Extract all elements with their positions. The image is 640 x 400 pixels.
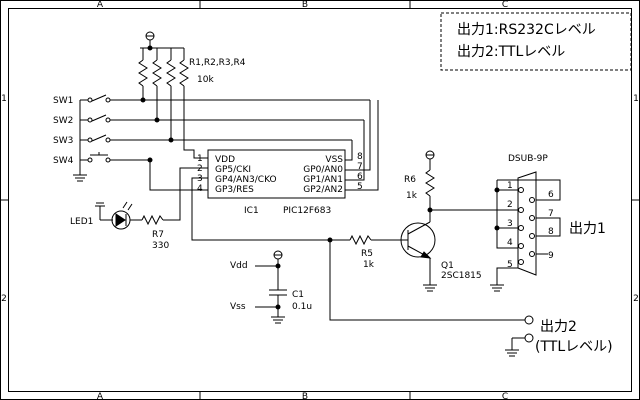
- ic-pin-name-1: VDD: [215, 155, 235, 165]
- ground-symbol-switches: [73, 174, 87, 182]
- c1-label: C1: [292, 290, 304, 300]
- sw4-label: SW4: [53, 156, 74, 166]
- r6-value: 1k: [406, 191, 418, 201]
- dsub-pin-5: 5: [507, 260, 513, 270]
- ic-pin-num-4: 4: [197, 184, 203, 194]
- r5-value: 1k: [363, 260, 375, 270]
- ic-pin-name-7: GP0/AN0: [303, 165, 343, 175]
- ground-symbol-cap: [271, 316, 285, 324]
- dsub-pin-8: 8: [548, 227, 554, 237]
- led1-label: LED1: [70, 217, 93, 227]
- col-label-a: A: [97, 0, 104, 10]
- row-label-2-right: 2: [633, 294, 639, 304]
- output1-label: 出力1: [569, 221, 606, 237]
- note-line-1: 出力1:RS232Cレベル: [457, 22, 596, 38]
- dsub-pin-7: 7: [548, 209, 554, 219]
- q1-symbol: [400, 221, 436, 259]
- inner-frame: [8, 8, 632, 392]
- col-label-c-bottom: C: [502, 392, 508, 400]
- q1-label: Q1: [441, 261, 454, 271]
- resistor-array-value: 10k: [197, 75, 214, 85]
- r6-label: R6: [404, 175, 416, 185]
- ic1-body: [207, 149, 346, 199]
- sw1-label: SW1: [53, 96, 73, 106]
- sw2-label: SW2: [53, 116, 73, 126]
- vdd-label: Vdd: [230, 261, 248, 271]
- ic1-part: PIC12F683: [283, 206, 331, 216]
- output2-terminal: [524, 315, 534, 325]
- output2-sublabel: (TTLレベル): [535, 339, 613, 355]
- ic-pin-name-6: GP1/AN1: [303, 175, 343, 185]
- col-label-c: C: [502, 0, 508, 10]
- r6-symbol: [425, 169, 435, 197]
- dsub-pin-2: 2: [507, 200, 513, 210]
- ic-pin-num-2: 2: [197, 164, 203, 174]
- ground-symbol-q1: [423, 284, 437, 292]
- dsub-pin-9: 9: [548, 251, 554, 261]
- r5-label: R5: [361, 249, 373, 259]
- r5-symbol: [349, 234, 372, 246]
- ic-pin-name-2: GP5/CKI: [215, 165, 251, 175]
- ground-symbol-led: [95, 202, 105, 220]
- dsub-pin-3: 3: [507, 219, 513, 229]
- ground-symbol-output2: [505, 349, 519, 357]
- note-line-2: 出力2:TTLレベル: [457, 44, 565, 60]
- output2-label: 出力2: [540, 319, 577, 335]
- col-label-a-bottom: A: [97, 392, 104, 400]
- row-label-1: 1: [1, 94, 7, 104]
- output2-ground-terminal: [524, 333, 534, 343]
- ic-pin-num-5: 5: [357, 182, 363, 192]
- ic-pin-num-6: 6: [357, 172, 363, 182]
- connector-label: DSUB-9P: [508, 154, 548, 164]
- r7-value: 330: [152, 241, 169, 251]
- col-label-b-bottom: B: [302, 392, 308, 400]
- row-label-1-right: 1: [633, 94, 639, 104]
- ic-pin-num-8: 8: [357, 152, 363, 162]
- switch-sw3: [80, 134, 352, 143]
- switch-sw1: [80, 94, 370, 103]
- ic-pin-name-3: GP4/AN3/CKO: [215, 175, 277, 185]
- dsub-body: [517, 171, 537, 276]
- ic-pin-num-7: 7: [357, 162, 363, 172]
- dsub-pin-1: 1: [507, 181, 513, 191]
- ic-pin-name-8: VSS: [325, 155, 343, 165]
- vdd-symbol-cap: [273, 250, 283, 260]
- ic-pin-name-5: GP2/AN2: [303, 185, 343, 195]
- switch-sw2: [80, 114, 364, 123]
- r7-label: R7: [152, 230, 164, 240]
- row-label-2: 2: [1, 294, 7, 304]
- col-label-b: B: [302, 0, 308, 10]
- r7-symbol: [141, 214, 164, 226]
- resistor-array-label: R1,R2,R3,R4: [189, 58, 246, 68]
- vdd-symbol-r6: [425, 150, 435, 160]
- sw3-label: SW3: [53, 136, 73, 146]
- switch-sw4: [80, 152, 150, 163]
- q1-part: 2SC1815: [441, 271, 482, 281]
- c1-value: 0.1u: [292, 302, 312, 312]
- led1-symbol: [111, 201, 133, 230]
- ic-pin-num-1: 1: [197, 154, 203, 164]
- note-box: [440, 12, 632, 71]
- ground-symbol-dsub: [490, 284, 504, 292]
- dsub-pin-6: 6: [548, 190, 554, 200]
- vss-label: Vss: [230, 302, 246, 312]
- ic-pin-name-4: GP3/RES: [215, 185, 254, 195]
- ic1-ref: IC1: [244, 206, 259, 216]
- resistor-array: [138, 48, 189, 138]
- dsub-pin-4: 4: [507, 238, 513, 248]
- ic-pin-num-3: 3: [197, 174, 203, 184]
